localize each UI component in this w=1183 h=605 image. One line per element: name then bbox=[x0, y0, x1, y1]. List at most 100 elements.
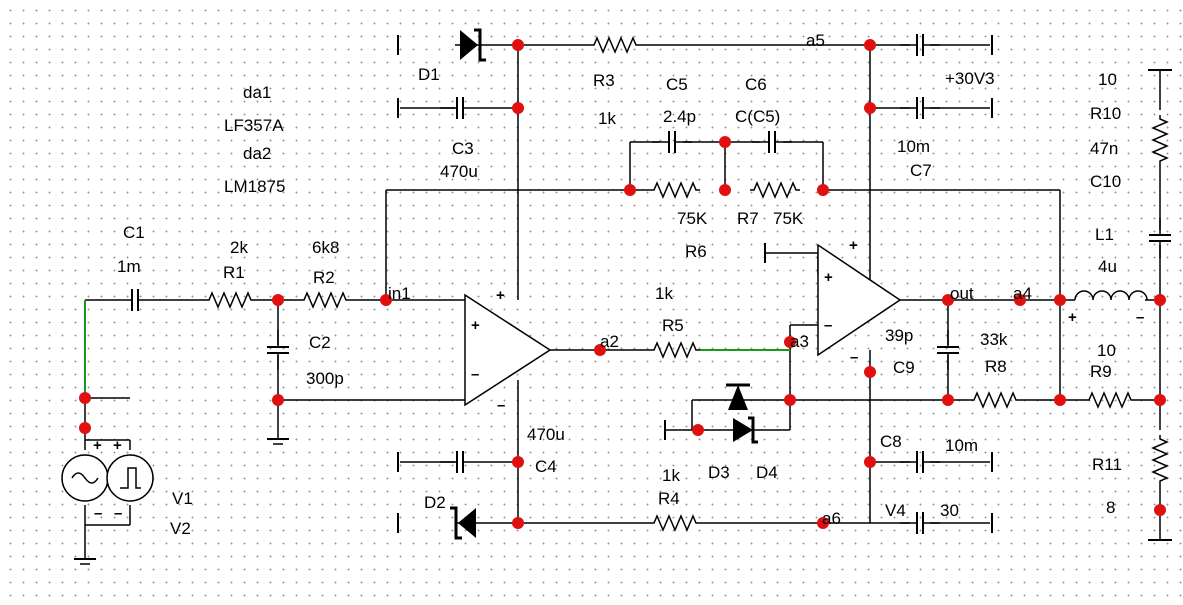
opamp-icon-da1[interactable] bbox=[464, 293, 552, 407]
pulse-source-icon-v2[interactable] bbox=[106, 454, 154, 502]
junction-node[interactable] bbox=[1154, 504, 1166, 516]
junction-node[interactable] bbox=[864, 102, 876, 114]
capacitor-icon-c8[interactable] bbox=[899, 450, 941, 474]
da1-supply-plus: + bbox=[496, 287, 505, 304]
label-v4: V4 bbox=[885, 501, 906, 520]
junction-node[interactable] bbox=[512, 102, 524, 114]
resistor-icon-r11[interactable] bbox=[1152, 434, 1168, 486]
capacitor-icon-c7[interactable] bbox=[899, 96, 941, 120]
inductor-icon-l1[interactable] bbox=[1065, 290, 1148, 301]
resistor-icon-r6[interactable] bbox=[630, 182, 701, 198]
label-r11-value: 8 bbox=[1106, 498, 1115, 517]
resistor-icon-r8[interactable] bbox=[969, 392, 1021, 408]
label-c2-value: 300p bbox=[306, 369, 344, 388]
junction-node[interactable] bbox=[942, 294, 954, 306]
junction-node[interactable] bbox=[512, 517, 524, 529]
resistor-icon-r7[interactable] bbox=[749, 182, 801, 198]
capacitor-icon-c10[interactable] bbox=[1148, 217, 1172, 259]
capacitor-icon-c5[interactable] bbox=[651, 130, 693, 154]
label-c3: C3 bbox=[452, 139, 474, 158]
junction-node[interactable] bbox=[79, 392, 91, 404]
label-r7-value: 75K bbox=[773, 209, 804, 228]
junction-node[interactable] bbox=[864, 39, 876, 51]
label-c9-value: 39p bbox=[885, 326, 913, 345]
capacitor-icon-c1[interactable] bbox=[114, 288, 156, 312]
label-r5-value: 1k bbox=[655, 284, 673, 303]
label-r8: R8 bbox=[985, 357, 1007, 376]
junction-node[interactable] bbox=[624, 184, 636, 196]
da1-input-plus: + bbox=[471, 317, 480, 334]
label-c4-value: 470u bbox=[527, 425, 565, 444]
junction-node[interactable] bbox=[594, 344, 606, 356]
label-a4: a4 bbox=[1013, 284, 1032, 303]
junction-node[interactable] bbox=[692, 424, 704, 436]
capacitor-icon-c4[interactable] bbox=[439, 450, 481, 474]
label-c7-value: 10m bbox=[897, 137, 930, 156]
junction-node[interactable] bbox=[1054, 394, 1066, 406]
label-r9-value: 10 bbox=[1097, 341, 1116, 360]
junction-node[interactable] bbox=[1154, 394, 1166, 406]
junction-node[interactable] bbox=[817, 184, 829, 196]
polarity-marks: + + – – + + – – + – + + – – bbox=[93, 237, 1144, 522]
junction-node[interactable] bbox=[1054, 294, 1066, 306]
zener-icon-d2[interactable] bbox=[450, 506, 476, 540]
resistor-icon-r3[interactable] bbox=[589, 37, 641, 53]
v2-plus: + bbox=[113, 437, 122, 454]
label-da2: da2 bbox=[243, 144, 271, 163]
junction-node[interactable] bbox=[512, 456, 524, 468]
resistor-icon-r4[interactable] bbox=[649, 515, 701, 531]
label-a2: a2 bbox=[600, 332, 619, 351]
junction-node[interactable] bbox=[272, 394, 284, 406]
label-r6: R6 bbox=[685, 242, 707, 261]
junction-node[interactable] bbox=[784, 336, 796, 348]
capacitor-icon-c6[interactable] bbox=[751, 130, 793, 154]
zener-icon-d1[interactable] bbox=[460, 28, 486, 62]
resistor-icon-r9[interactable] bbox=[1084, 392, 1136, 408]
label-c10: C10 bbox=[1090, 172, 1121, 191]
label-a3: a3 bbox=[790, 332, 809, 351]
junction-node[interactable] bbox=[719, 136, 731, 148]
junction-node[interactable] bbox=[512, 39, 524, 51]
resistor-icon-r5[interactable] bbox=[649, 342, 701, 358]
label-v3: +30V3 bbox=[945, 69, 995, 88]
junction-node[interactable] bbox=[380, 294, 392, 306]
da2-supply-plus: + bbox=[849, 237, 858, 254]
label-r10-value: 10 bbox=[1098, 70, 1117, 89]
label-r5: R5 bbox=[662, 316, 684, 335]
da1-supply-minus: – bbox=[497, 397, 505, 414]
opamp-icon-da2[interactable] bbox=[817, 243, 902, 357]
junction-node[interactable] bbox=[784, 394, 796, 406]
junction-node[interactable] bbox=[1014, 294, 1026, 306]
junction-node[interactable] bbox=[817, 517, 829, 529]
label-c5: C5 bbox=[666, 75, 688, 94]
capacitor-icon-c2[interactable] bbox=[266, 329, 290, 371]
junction-node[interactable] bbox=[272, 294, 284, 306]
label-r1-value: 2k bbox=[230, 238, 248, 257]
capacitor-icon-c-v4[interactable] bbox=[899, 511, 941, 535]
da2-input-plus: + bbox=[824, 269, 833, 286]
junction-node[interactable] bbox=[719, 184, 731, 196]
junction-node[interactable] bbox=[79, 422, 91, 434]
label-c1-value: 1m bbox=[117, 257, 141, 276]
da2-supply-minus: – bbox=[850, 349, 858, 366]
sine-source-icon-v1[interactable] bbox=[61, 454, 109, 502]
label-v2: V2 bbox=[170, 519, 191, 538]
junction-node[interactable] bbox=[1154, 294, 1166, 306]
resistor-icon-r1[interactable] bbox=[204, 292, 256, 308]
capacitor-icon-c-v3[interactable] bbox=[899, 33, 941, 57]
zener-icon-d4[interactable] bbox=[733, 416, 758, 444]
junction-node[interactable] bbox=[864, 366, 876, 378]
capacitor-icon-c3[interactable] bbox=[439, 96, 481, 120]
junction-node[interactable] bbox=[864, 456, 876, 468]
label-r3-value: 1k bbox=[598, 109, 616, 128]
label-c8: C8 bbox=[880, 432, 902, 451]
junction-node[interactable] bbox=[942, 394, 954, 406]
wires bbox=[84, 44, 1161, 545]
diode-icon-d3[interactable] bbox=[726, 383, 750, 410]
label-r2: R2 bbox=[313, 268, 335, 287]
capacitor-icon-c9[interactable] bbox=[936, 329, 960, 371]
label-d4: D4 bbox=[756, 463, 778, 482]
resistor-icon-r10[interactable] bbox=[1152, 114, 1168, 166]
resistor-icon-r2[interactable] bbox=[299, 292, 351, 308]
